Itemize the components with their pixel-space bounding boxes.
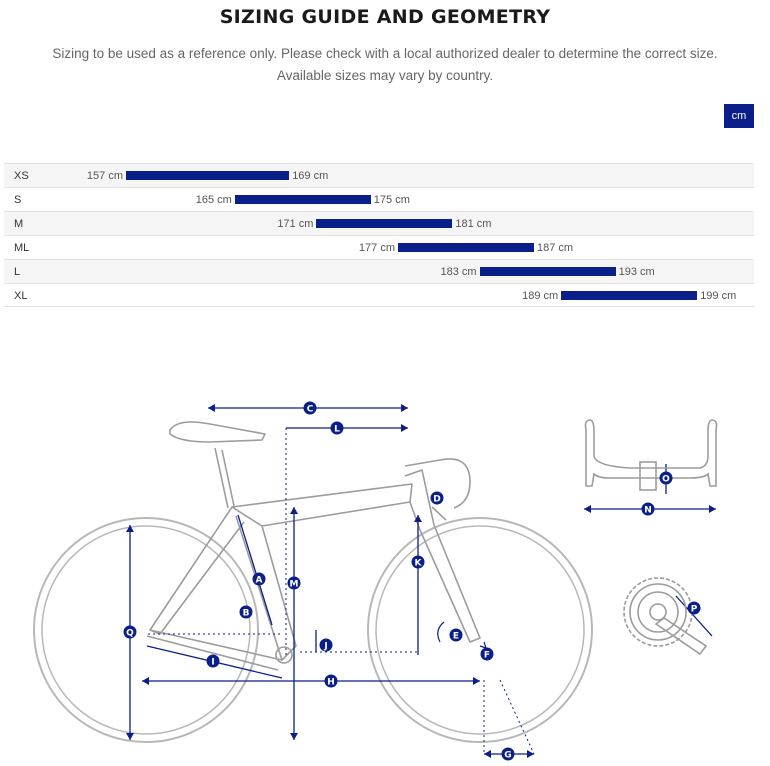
size-row: XS 157 cm 169 cm bbox=[4, 163, 754, 187]
size-row: S 165 cm 175 cm bbox=[4, 187, 754, 211]
size-label: XL bbox=[14, 290, 28, 302]
marker-e: E bbox=[449, 628, 463, 642]
size-range-bar bbox=[126, 171, 290, 180]
size-max-height: 199 cm bbox=[700, 290, 737, 302]
marker-k: K bbox=[411, 555, 425, 569]
size-row: ML 177 cm 187 cm bbox=[4, 235, 754, 259]
size-min-height: 177 cm bbox=[358, 242, 395, 254]
size-range-bar bbox=[316, 219, 453, 228]
size-label: S bbox=[14, 194, 22, 206]
marker-label: I bbox=[211, 658, 214, 668]
size-max-height: 175 cm bbox=[373, 194, 410, 206]
size-max-height: 169 cm bbox=[292, 170, 329, 182]
geometry-diagram: A B C D E F G H I J K L M N O P Q bbox=[33, 401, 718, 761]
size-label: XS bbox=[14, 170, 29, 182]
marker-m: M bbox=[287, 576, 301, 590]
measurement-lines bbox=[129, 407, 716, 755]
marker-label: L bbox=[334, 425, 340, 435]
marker-label: B bbox=[243, 609, 250, 619]
arrow-heads bbox=[126, 404, 716, 758]
marker-label: C bbox=[307, 405, 314, 415]
marker-label: E bbox=[453, 632, 459, 642]
marker-label: G bbox=[504, 751, 511, 761]
reference-lines bbox=[148, 428, 535, 755]
marker-label: F bbox=[484, 651, 490, 661]
unit-toggle-button[interactable]: cm bbox=[724, 104, 754, 128]
size-label: L bbox=[14, 266, 21, 278]
marker-label: M bbox=[290, 580, 299, 590]
marker-label: D bbox=[433, 495, 440, 505]
marker-p: P bbox=[687, 601, 701, 615]
marker-b: B bbox=[239, 605, 253, 619]
size-row: L 183 cm 193 cm bbox=[4, 259, 754, 283]
size-row: XL 189 cm 199 cm bbox=[4, 283, 754, 307]
marker-q: Q bbox=[123, 625, 137, 639]
marker-label: O bbox=[662, 475, 670, 485]
page-title: SIZING GUIDE AND GEOMETRY bbox=[219, 6, 551, 28]
marker-label: H bbox=[327, 678, 335, 688]
marker-label: A bbox=[256, 576, 263, 586]
size-range-bar bbox=[234, 195, 371, 204]
size-range-bar bbox=[479, 267, 616, 276]
size-table: XS 157 cm 169 cm S 165 cm 175 cm M 171 cm 181 cm… bbox=[4, 163, 754, 307]
marker-o: O bbox=[659, 471, 673, 485]
marker-label: N bbox=[644, 506, 652, 516]
size-label: ML bbox=[14, 242, 30, 254]
size-min-height: 157 cm bbox=[86, 170, 123, 182]
handlebar-front-view bbox=[584, 419, 718, 491]
size-max-height: 181 cm bbox=[455, 218, 492, 230]
front-wheel bbox=[367, 517, 593, 743]
marker-a: A bbox=[252, 572, 266, 586]
rear-wheel bbox=[33, 517, 259, 743]
marker-h: H bbox=[324, 674, 338, 688]
marker-j: J bbox=[319, 638, 333, 652]
size-min-height: 165 cm bbox=[195, 194, 232, 206]
subtitle-line-1: Sizing to be used as a reference only. P… bbox=[52, 46, 718, 61]
angle-arrows bbox=[437, 621, 487, 649]
size-min-height: 183 cm bbox=[440, 266, 477, 278]
size-min-height: 171 cm bbox=[277, 218, 314, 230]
marker-label: J bbox=[323, 642, 327, 652]
size-range-bar bbox=[561, 291, 698, 300]
size-min-height: 189 cm bbox=[522, 290, 559, 302]
size-max-height: 193 cm bbox=[618, 266, 655, 278]
bike-frame bbox=[146, 421, 481, 671]
marker-l: L bbox=[330, 421, 344, 435]
marker-f: F bbox=[480, 647, 494, 661]
marker-g: G bbox=[501, 747, 515, 761]
marker-label: P bbox=[691, 605, 698, 615]
marker-d: D bbox=[430, 491, 444, 505]
subtitle-line-2: Available sizes may vary by country. bbox=[276, 68, 494, 83]
page-subtitle: Sizing to be used as a reference only. P… bbox=[40, 43, 730, 87]
geometry-markers: A B C D E F G H I J K L M N O P Q bbox=[123, 401, 701, 761]
marker-label: Q bbox=[126, 629, 134, 639]
marker-i: I bbox=[206, 654, 220, 668]
marker-n: N bbox=[641, 502, 655, 516]
marker-c: C bbox=[303, 401, 317, 415]
size-row: M 171 cm 181 cm bbox=[4, 211, 754, 235]
size-label: M bbox=[14, 218, 24, 230]
size-range-bar bbox=[398, 243, 534, 252]
size-max-height: 187 cm bbox=[537, 242, 574, 254]
marker-label: K bbox=[415, 559, 423, 569]
